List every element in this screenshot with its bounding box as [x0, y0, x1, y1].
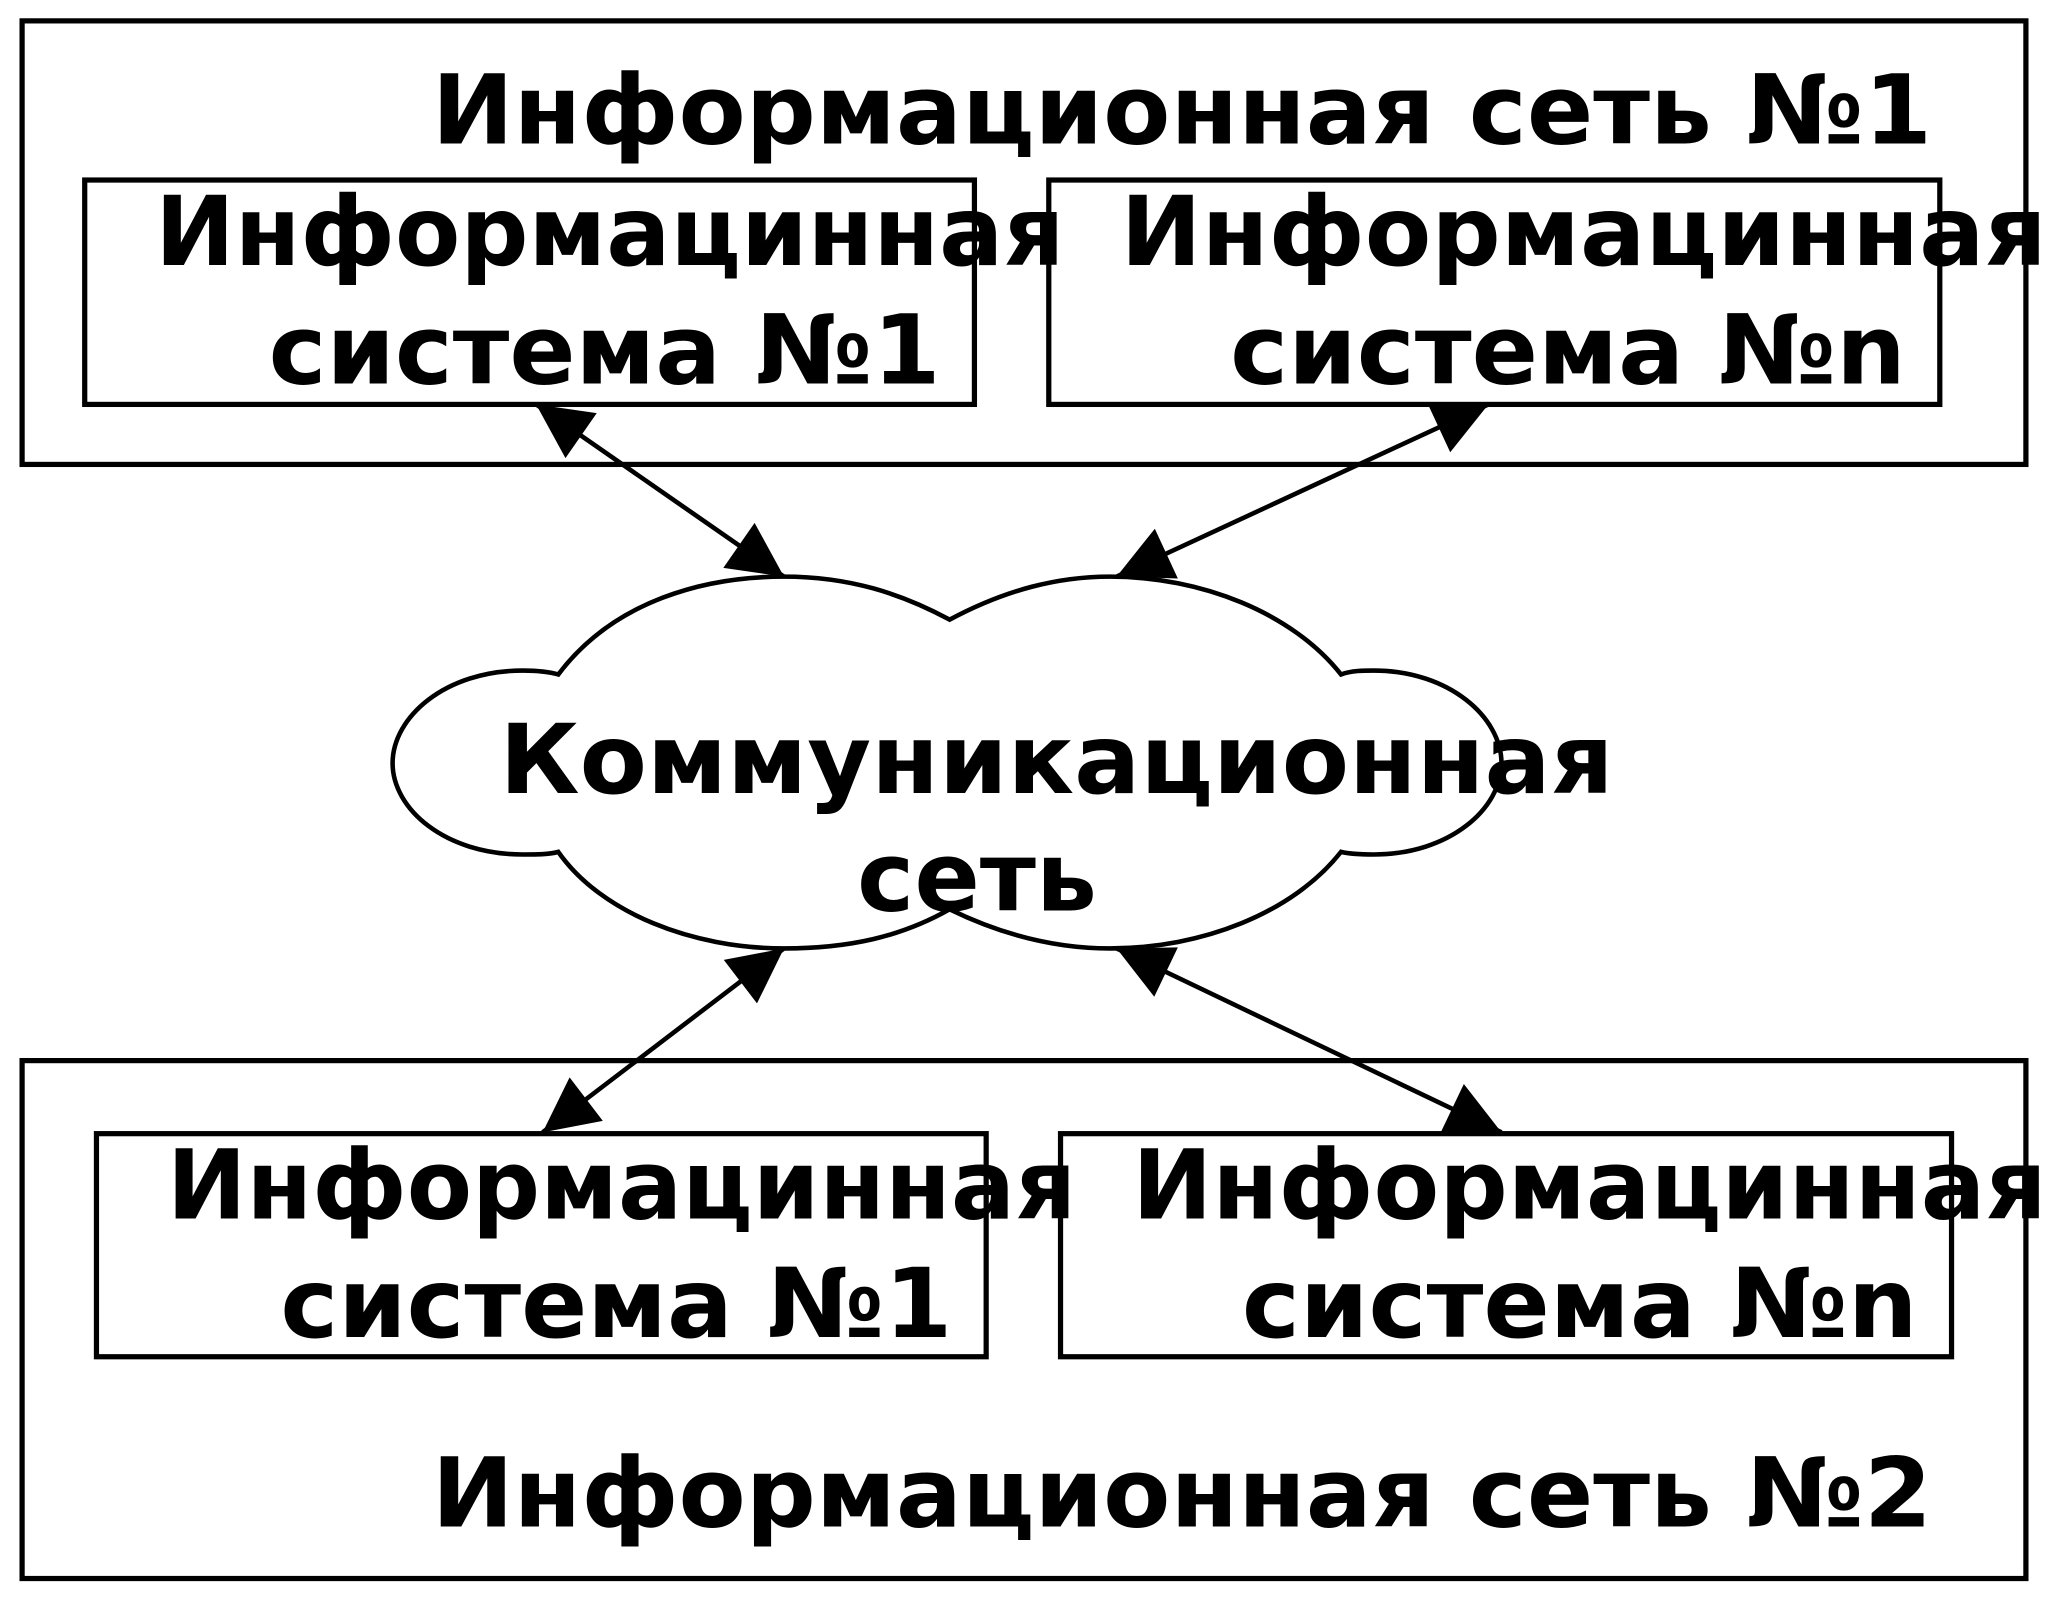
system-label-line1: Информацинная [1132, 1128, 2046, 1241]
system-label-line1: Информацинная [1121, 175, 2047, 288]
network-2-system-n: Информацинная система №n [1057, 1128, 2047, 1360]
system-label-line2: система №1 [280, 1247, 952, 1360]
system-box [1046, 177, 1943, 408]
system-box [82, 177, 978, 408]
network-1-system-n: Информацинная система №n [1046, 175, 2047, 408]
system-label-line1: Информацинная [155, 175, 1064, 288]
communication-network-cloud: Коммуникационная сеть [390, 574, 1614, 951]
system-label-line1: Информацинная [167, 1128, 1076, 1241]
information-network-1: Информационная сеть №1 Информацинная сис… [19, 18, 2047, 468]
network-2-frame [19, 1057, 2029, 1582]
network-1-system-1: Информацинная система №1 [82, 175, 1064, 408]
system-label-line2: система №1 [269, 294, 941, 407]
system-label-line2: система №n [1242, 1247, 1918, 1360]
bidirectional-arrow [534, 402, 786, 579]
network-2-title: Информационная сеть №2 [432, 1436, 1932, 1549]
bidirectional-arrow [541, 946, 786, 1135]
network-1-frame [19, 18, 2029, 468]
cloud-label-line1: Коммуникационная [500, 703, 1614, 816]
network-1-title: Информационная сеть №1 [432, 54, 1932, 167]
system-label-line2: система №n [1230, 294, 1906, 407]
bidirectional-arrow [1115, 946, 1503, 1135]
information-network-2: Информацинная система №1 Информацинная с… [19, 1057, 2047, 1582]
system-box [93, 1131, 989, 1360]
system-box [1057, 1131, 1955, 1360]
cloud-label-line2: сеть [857, 821, 1097, 934]
cloud-shape [390, 574, 1504, 951]
network-2-system-1: Информацинная система №1 [93, 1128, 1076, 1360]
bidirectional-arrow [1115, 402, 1490, 579]
